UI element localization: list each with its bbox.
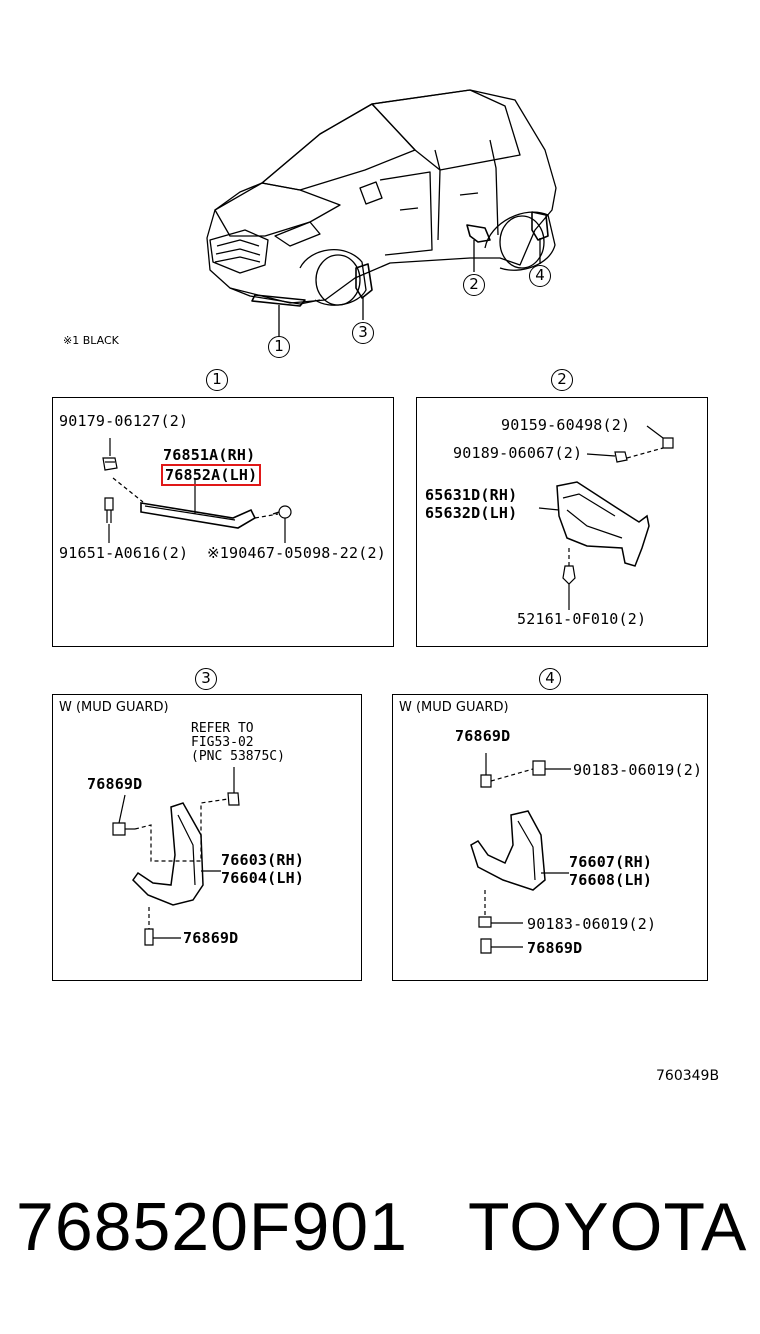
panel-4-drawing xyxy=(470,753,571,954)
part-label-76603-RH: 76603(RH) xyxy=(221,851,305,869)
part-label-76869D-top: 76869D xyxy=(455,727,511,745)
panel-2-marker: 2 xyxy=(551,369,573,391)
overview-callout-1: 1 xyxy=(268,336,290,358)
panel-1-drawing xyxy=(102,438,292,543)
part-label-91651-A0616: 91651-A0616(2) xyxy=(59,544,189,562)
part-label-65631D-RH: 65631D(RH) xyxy=(425,486,518,504)
panel-3-refer-line-3: (PNC 53875C) xyxy=(191,749,285,764)
panel-3-refer-line-2: FIG53-02 xyxy=(191,735,254,750)
part-label-76869D-bottom: 76869D xyxy=(183,929,239,947)
overview-callout-3: 3 xyxy=(352,322,374,344)
panel-1-marker: 1 xyxy=(206,369,228,391)
part-label-90179-06127: 90179-06127(2) xyxy=(59,412,189,430)
panel-3-drawing xyxy=(112,767,240,946)
part-label-90183-06019-bottom: 90183-06019(2) xyxy=(527,915,657,933)
panel-4-marker: 4 xyxy=(539,668,561,690)
part-label-76607-RH: 76607(RH) xyxy=(569,853,653,871)
part-label-76869D-top: 76869D xyxy=(87,775,143,793)
overview-callout-2: 2 xyxy=(463,274,485,296)
panel-2-splash-shield: 90159-60498(2) 90189-06067(2) 65631D(RH)… xyxy=(416,397,708,647)
panel-3-refer-line-1: REFER TO xyxy=(191,721,254,736)
panel-3-front-mudguard: W (MUD GUARD) REFER TO FIG53-02 (PNC 538… xyxy=(52,694,362,981)
vehicle-overview-drawing xyxy=(206,89,557,338)
part-label-90159-60498: 90159-60498(2) xyxy=(501,416,631,434)
part-label-65632D-LH: 65632D(LH) xyxy=(425,504,518,522)
overview-callout-4: 4 xyxy=(529,265,551,287)
panel-3-title: W (MUD GUARD) xyxy=(59,700,169,715)
panel-4-rear-mudguard: W (MUD GUARD) 76869D 90183-06019(2) 7660… xyxy=(392,694,708,981)
panel-2-drawing xyxy=(538,425,674,610)
part-label-76869D-bottom: 76869D xyxy=(527,939,583,957)
part-label-76852A-LH-highlighted[interactable]: 76852A(LH) xyxy=(161,464,262,486)
part-label-90183-06019-top: 90183-06019(2) xyxy=(573,761,703,779)
legend-note: ※1 BLACK xyxy=(63,334,119,347)
part-label-76851A-RH: 76851A(RH) xyxy=(163,446,256,464)
part-label-76608-LH: 76608(LH) xyxy=(569,871,653,889)
footer-part-number: 768520F901 xyxy=(16,1189,408,1265)
part-label-76604-LH: 76604(LH) xyxy=(221,869,305,887)
part-label-90189-06067: 90189-06067(2) xyxy=(453,444,583,462)
figure-code: 760349B xyxy=(656,1068,720,1084)
panel-4-title: W (MUD GUARD) xyxy=(399,700,509,715)
panel-3-marker: 3 xyxy=(195,668,217,690)
footer-brand: TOYOTA xyxy=(468,1189,748,1265)
part-label-52161-0F010: 52161-0F010(2) xyxy=(517,610,647,628)
part-label-90467-05098-22: ※190467-05098-22(2) xyxy=(207,544,386,562)
panel-1-front-spoiler: 90179-06127(2) 76851A(RH) 76852A(LH) 916… xyxy=(52,397,394,647)
